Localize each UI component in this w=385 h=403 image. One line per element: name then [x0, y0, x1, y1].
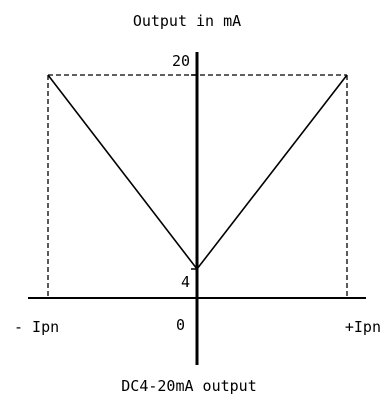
- x-neg-label: - Ipn: [14, 318, 59, 336]
- y-tick-label-20: 20: [172, 52, 190, 70]
- diagram-caption: DC4-20mA output: [121, 377, 256, 395]
- origin-label: 0: [176, 316, 185, 334]
- y-tick-label-4: 4: [181, 273, 190, 291]
- x-pos-label: +Ipn: [345, 318, 381, 336]
- y-axis-title: Output in mA: [133, 12, 241, 30]
